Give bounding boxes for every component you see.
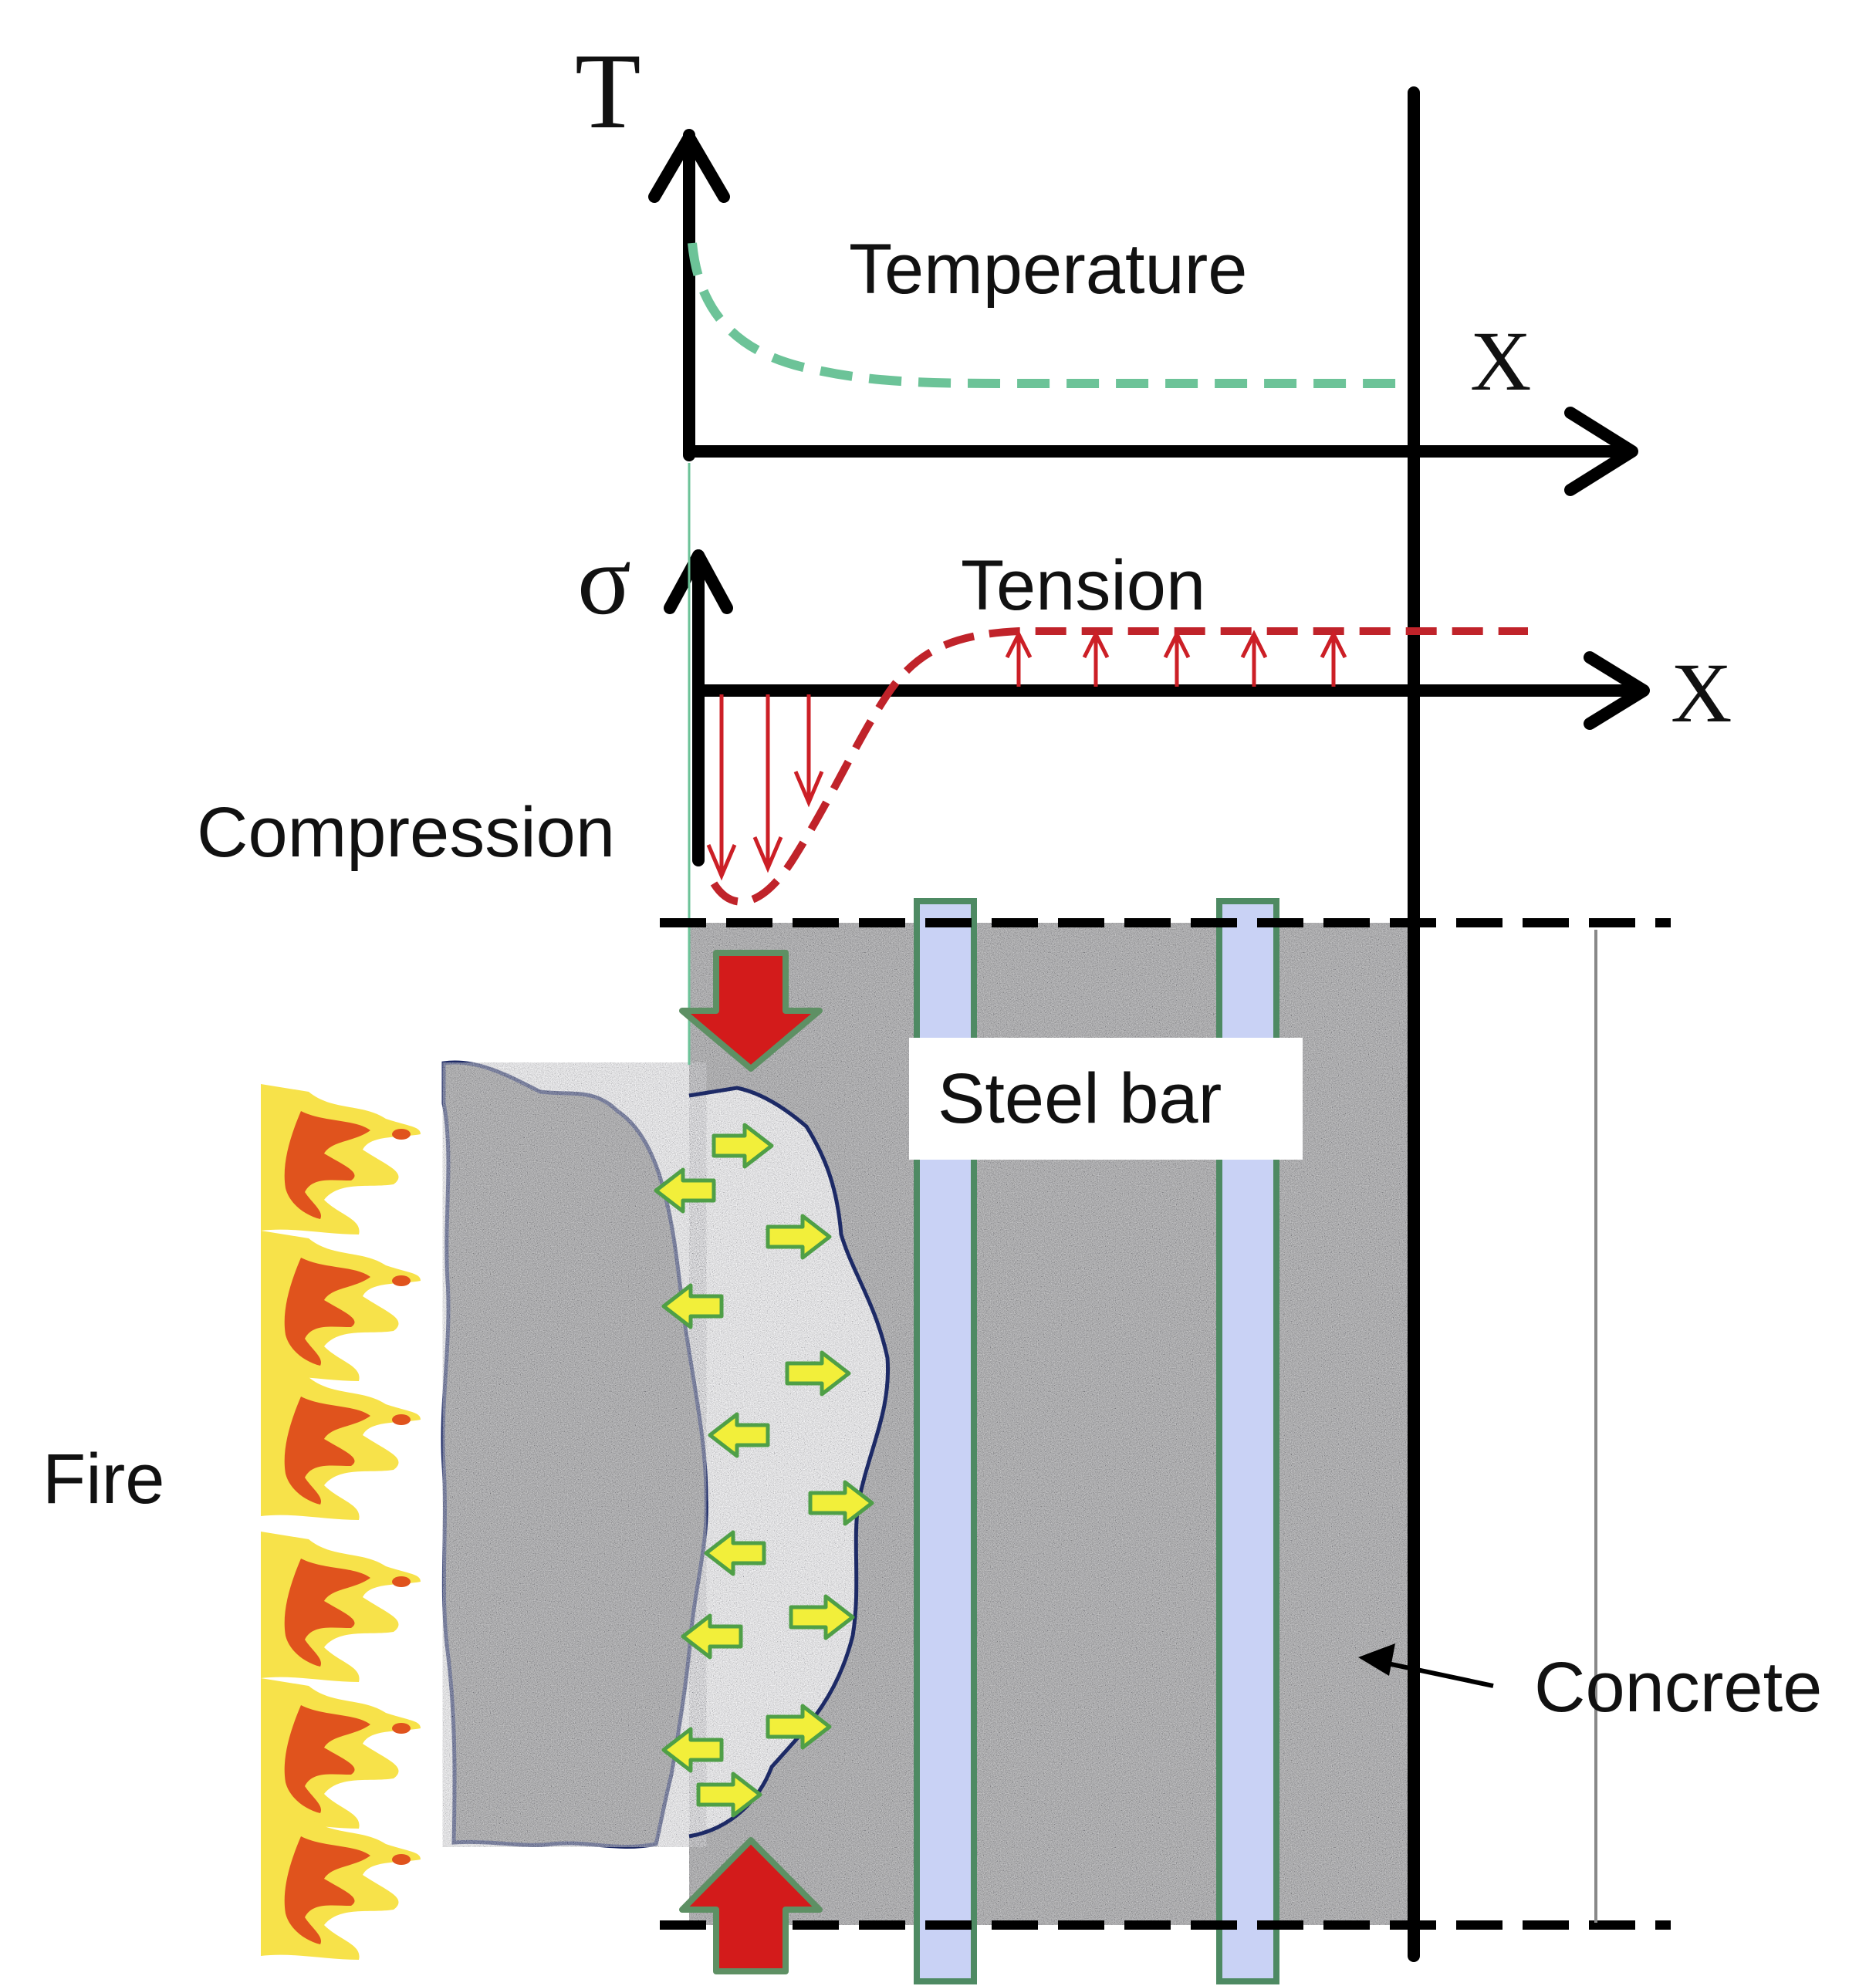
arrow-right-1 <box>712 1123 774 1169</box>
arrow-left-2 <box>661 1283 724 1329</box>
arrow-left-5 <box>681 1613 743 1660</box>
compression-arrowhead-2 <box>752 836 783 873</box>
fragment-texture <box>442 1062 707 1847</box>
fire-flames <box>261 1084 421 1960</box>
flame-3 <box>261 1370 421 1520</box>
flame-6-outer <box>261 1809 421 1960</box>
arrow-right-2 <box>766 1214 832 1260</box>
flame-6-inner <box>284 1836 370 1944</box>
flame-6-tip <box>392 1854 411 1865</box>
concrete-label: Concrete <box>1534 1648 1822 1727</box>
compression-label: Compression <box>197 793 615 872</box>
flame-3-outer <box>261 1370 421 1520</box>
steel-bar-label: Steel bar <box>938 1059 1222 1138</box>
arrow-right-5 <box>789 1594 855 1640</box>
flame-5-outer <box>261 1678 421 1829</box>
flame-4-outer <box>261 1532 421 1682</box>
temp-axis-label: T <box>575 32 641 151</box>
arrow-left-4 <box>704 1530 766 1576</box>
flame-1-outer <box>261 1084 421 1234</box>
flame-4-inner <box>284 1559 370 1667</box>
stress-x-arrowhead <box>1584 651 1650 730</box>
flame-1-inner <box>284 1111 370 1219</box>
flame-1-tip <box>392 1129 411 1140</box>
stress-curve <box>710 627 1528 906</box>
steel-bar-label-box <box>909 1038 1303 1160</box>
fire-label: Fire <box>42 1440 164 1518</box>
arrow-right-7 <box>696 1772 762 1818</box>
tension-arrows <box>1005 630 1347 687</box>
tension-arrowhead-3 <box>1163 630 1191 659</box>
flame-2-outer <box>261 1231 421 1381</box>
flame-6 <box>261 1809 421 1960</box>
flame-4-tip <box>392 1576 411 1587</box>
flame-4 <box>261 1532 421 1682</box>
arrow-right-4 <box>808 1480 874 1526</box>
concrete-pointer <box>1358 1643 1494 1688</box>
tension-arrowhead-2 <box>1082 630 1110 659</box>
pressure-arrows <box>654 1123 874 1818</box>
temp-x-label: X <box>1470 314 1531 408</box>
tension-label: Tension <box>961 546 1205 625</box>
arrow-left-6 <box>661 1727 724 1773</box>
flame-2-tip <box>392 1275 411 1286</box>
flame-3-inner <box>284 1397 370 1505</box>
compression-arrows <box>706 694 824 881</box>
flame-2 <box>261 1231 421 1381</box>
flame-5-inner <box>284 1705 370 1813</box>
tension-arrowhead-5 <box>1320 630 1347 659</box>
flame-2-inner <box>284 1258 370 1366</box>
arrow-right-6 <box>766 1704 832 1750</box>
tension-arrowhead-1 <box>1005 630 1033 659</box>
flame-5 <box>261 1678 421 1829</box>
flame-5-tip <box>392 1723 411 1734</box>
tension-arrowhead-4 <box>1240 630 1268 659</box>
compression-arrowhead-3 <box>793 771 824 808</box>
cavity-outline <box>688 1086 891 1839</box>
flame-1 <box>261 1084 421 1234</box>
compression-arrowhead-1 <box>706 844 737 881</box>
stress-x-label: X <box>1671 646 1732 740</box>
top-compression-arrow <box>679 950 823 1072</box>
arrow-right-3 <box>785 1350 851 1397</box>
temp-y-arrowhead <box>648 131 730 203</box>
axes <box>648 86 1650 1962</box>
concrete-pointer-head <box>1358 1643 1395 1676</box>
arrow-left-3 <box>708 1412 770 1458</box>
temp-x-arrowhead <box>1564 407 1638 496</box>
temperature-curve <box>688 242 1404 388</box>
flame-3-tip <box>392 1414 411 1425</box>
arrow-left-1 <box>654 1167 716 1214</box>
bottom-compression-arrow <box>679 1837 823 1974</box>
temperature-label: Temperature <box>849 230 1247 309</box>
stress-y-arrowhead <box>664 549 733 614</box>
stress-axis-label: σ <box>577 525 631 636</box>
